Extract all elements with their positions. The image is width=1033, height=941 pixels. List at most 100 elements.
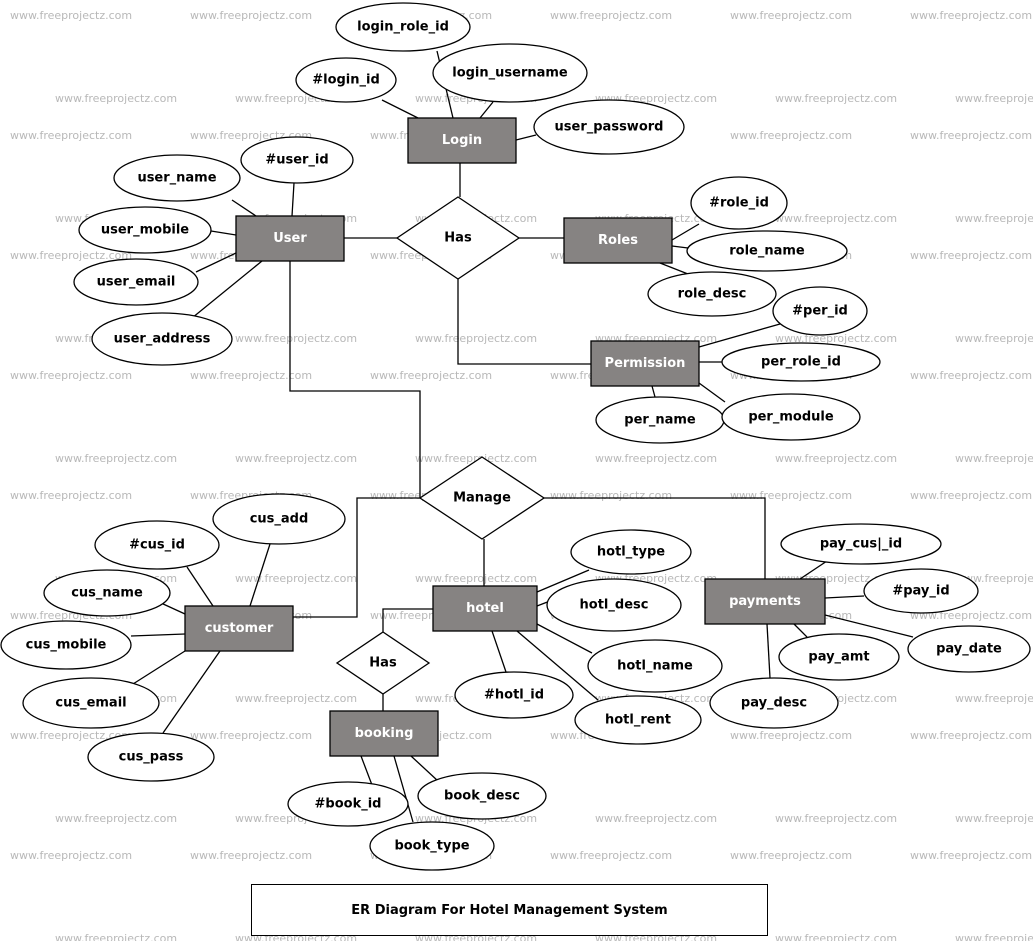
connector-line <box>410 755 439 782</box>
attribute-label: login_username <box>452 66 568 81</box>
attribute-ellipse <box>91 312 233 366</box>
attribute-cus-pass[interactable]: cus_pass <box>87 732 215 782</box>
relationship-manage[interactable]: Manage <box>418 456 546 540</box>
connector-line <box>195 252 237 273</box>
attribute-pay-amt[interactable]: pay_amt <box>778 633 900 681</box>
attribute-login-role-id[interactable]: login_role_id <box>335 2 471 52</box>
entity-label: Roles <box>598 233 638 248</box>
attribute-user-email[interactable]: user_email <box>73 258 199 306</box>
attribute-login-id[interactable]: #login_id <box>295 57 397 103</box>
attribute-label: user_mobile <box>101 223 189 238</box>
watermark-text: www.freeprojectz.com <box>775 332 897 345</box>
connector-line <box>360 755 373 786</box>
relationship-has-user-roles[interactable]: Has <box>395 196 521 280</box>
watermark-text: www.freeprojectz.com <box>955 452 1033 465</box>
attribute-pay-desc[interactable]: pay_desc <box>709 677 839 729</box>
entity-customer[interactable]: customer <box>184 605 294 652</box>
watermark-text: www.freeprojectz.com <box>190 9 312 22</box>
entity-payments[interactable]: payments <box>704 578 826 625</box>
attribute-ellipse <box>721 393 861 441</box>
attribute-per-module[interactable]: per_module <box>721 393 861 441</box>
attribute-per-role-id[interactable]: per_role_id <box>721 342 881 382</box>
attribute-label: role_desc <box>678 287 747 302</box>
attribute-hotl-rent[interactable]: hotl_rent <box>574 695 702 745</box>
attribute-cus-mobile[interactable]: cus_mobile <box>0 620 132 670</box>
attribute-label: per_module <box>748 410 834 425</box>
connector-line <box>515 134 537 141</box>
attribute-login-username[interactable]: login_username <box>432 43 588 103</box>
attribute-book-type[interactable]: book_type <box>369 821 495 871</box>
attribute-per-id[interactable]: #per_id <box>772 286 868 336</box>
attribute-pay-cus-id[interactable]: pay_cus|_id <box>780 523 942 565</box>
attribute-cus-name[interactable]: cus_name <box>43 569 171 617</box>
watermark-text: www.freeprojectz.com <box>550 9 672 22</box>
attribute-label: #hotl_id <box>484 688 544 703</box>
attribute-cus-id[interactable]: #cus_id <box>94 520 220 570</box>
connector-line <box>231 199 257 217</box>
watermark-text: www.freeprojectz.com <box>55 812 177 825</box>
attribute-user-mobile[interactable]: user_mobile <box>78 206 212 254</box>
attribute-ellipse <box>907 625 1031 673</box>
entity-label: User <box>273 231 307 246</box>
attribute-user-address[interactable]: user_address <box>91 312 233 366</box>
watermark-text: www.freeprojectz.com <box>730 9 852 22</box>
attribute-user-name[interactable]: user_name <box>113 154 241 202</box>
connector-line <box>132 650 186 685</box>
attribute-per-name[interactable]: per_name <box>595 396 725 444</box>
connector-line <box>249 543 271 607</box>
attribute-label: pay_amt <box>808 650 869 665</box>
attribute-book-desc[interactable]: book_desc <box>417 772 547 820</box>
attribute-cus-add[interactable]: cus_add <box>212 493 346 545</box>
attribute-pay-id[interactable]: #pay_id <box>863 568 979 614</box>
attribute-cus-email[interactable]: cus_email <box>22 677 160 729</box>
entity-login[interactable]: Login <box>407 117 517 164</box>
attribute-user-id[interactable]: #user_id <box>240 136 354 184</box>
attribute-label: hotl_type <box>597 545 665 560</box>
attribute-user-password[interactable]: user_password <box>533 99 685 155</box>
connector-line <box>536 623 593 654</box>
relationship-has-hotel-booking[interactable]: Has <box>335 631 431 695</box>
watermark-text: www.freeprojectz.com <box>595 452 717 465</box>
attribute-role-name[interactable]: role_name <box>686 230 848 272</box>
connector-line <box>544 497 766 579</box>
attribute-role-desc[interactable]: role_desc <box>647 271 777 317</box>
attribute-role-id[interactable]: #role_id <box>690 176 788 230</box>
diagram-caption: ER Diagram For Hotel Management System <box>251 884 768 936</box>
attribute-ellipse <box>73 258 199 306</box>
attribute-hotl-desc[interactable]: hotl_desc <box>546 578 682 632</box>
attribute-label: role_name <box>729 244 805 259</box>
watermark-text: www.freeprojectz.com <box>10 129 132 142</box>
watermark-text: www.freeprojectz.com <box>415 932 537 941</box>
attribute-label: #book_id <box>315 797 382 812</box>
connector-line <box>536 569 590 593</box>
attribute-hotl-type[interactable]: hotl_type <box>570 529 692 575</box>
attribute-ellipse <box>22 677 160 729</box>
attribute-hotl-name[interactable]: hotl_name <box>587 639 723 693</box>
entity-hotel[interactable]: hotel <box>432 585 538 632</box>
watermark-text: www.freeprojectz.com <box>775 932 897 941</box>
connector-line <box>824 595 865 599</box>
connector-line <box>382 608 433 632</box>
attribute-pay-date[interactable]: pay_date <box>907 625 1031 673</box>
attribute-ellipse <box>335 2 471 52</box>
watermark-text: www.freeprojectz.com <box>235 332 357 345</box>
watermark-text: www.freeprojectz.com <box>730 129 852 142</box>
attribute-label: pay_cus|_id <box>820 537 902 552</box>
connector-line <box>160 602 186 615</box>
entity-user[interactable]: User <box>235 215 345 262</box>
attribute-label: user_email <box>97 275 176 290</box>
connector-line <box>289 261 421 498</box>
entity-booking[interactable]: booking <box>329 710 439 757</box>
attribute-label: hotl_name <box>617 659 693 674</box>
watermark-text: www.freeprojectz.com <box>955 332 1033 345</box>
attribute-label: #cus_id <box>129 538 185 553</box>
attribute-ellipse <box>432 43 588 103</box>
watermark-text: www.freeprojectz.com <box>775 212 897 225</box>
attribute-book-id[interactable]: #book_id <box>287 781 409 827</box>
attribute-hotl-id[interactable]: #hotl_id <box>454 671 574 719</box>
entity-permission[interactable]: Permission <box>590 340 700 387</box>
watermark-text: www.freeprojectz.com <box>910 729 1032 742</box>
watermark-text: www.freeprojectz.com <box>910 849 1032 862</box>
entity-roles[interactable]: Roles <box>563 217 673 264</box>
